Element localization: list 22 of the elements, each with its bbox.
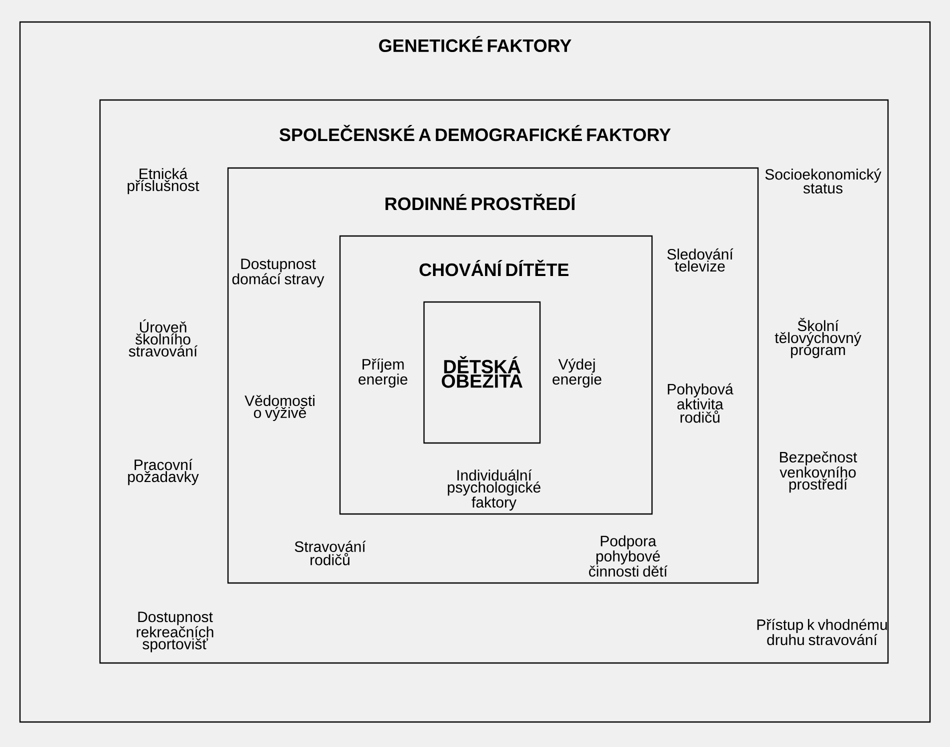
factor-label: Sledování televize: [667, 248, 734, 272]
factor-label: Bezpečnost venkovního prostředí: [780, 451, 858, 493]
factor-label: Stravování rodičů: [294, 540, 366, 566]
factor-label: Přístup k vhodnému druhu stravování: [757, 618, 887, 646]
factor-label: Výdej energie: [552, 358, 602, 388]
factor-label: Podpora pohybové činnosti dětí: [589, 535, 668, 577]
factor-label: Vědomosti o výživě: [244, 395, 314, 422]
factor-label: Dostupnost domácí stravy: [232, 258, 324, 288]
box-heading: RODINNÉ PROSTŘEDÍ: [386, 194, 576, 210]
factor-label: Příjem energie: [358, 358, 408, 388]
factor-label: Socioekonomický status: [765, 168, 882, 194]
box-heading: GENETICKÉ FAKTORY: [379, 36, 572, 52]
box-heading: DĚTSKÁ OBEZITA: [442, 356, 522, 388]
factor-label: Pohybová aktivita rodičů: [668, 383, 734, 423]
box-heading: SPOLEČENSKÉ A DEMOGRAFICKÉ FAKTORY: [280, 124, 671, 142]
factor-label: Dostupnost rekreačních sportovišť: [136, 612, 214, 652]
factor-label: Etnická příslušnost: [128, 168, 200, 194]
box-heading: CHOVÁNÍ DÍTĚTE: [420, 260, 568, 276]
factor-label: Úroveň školního stravování: [128, 319, 198, 357]
factor-label: Školní tělovýchovný program: [774, 318, 862, 358]
factor-label: Individuální psychologické faktory: [448, 469, 540, 511]
factor-label: Pracovní požadavky: [128, 458, 199, 486]
